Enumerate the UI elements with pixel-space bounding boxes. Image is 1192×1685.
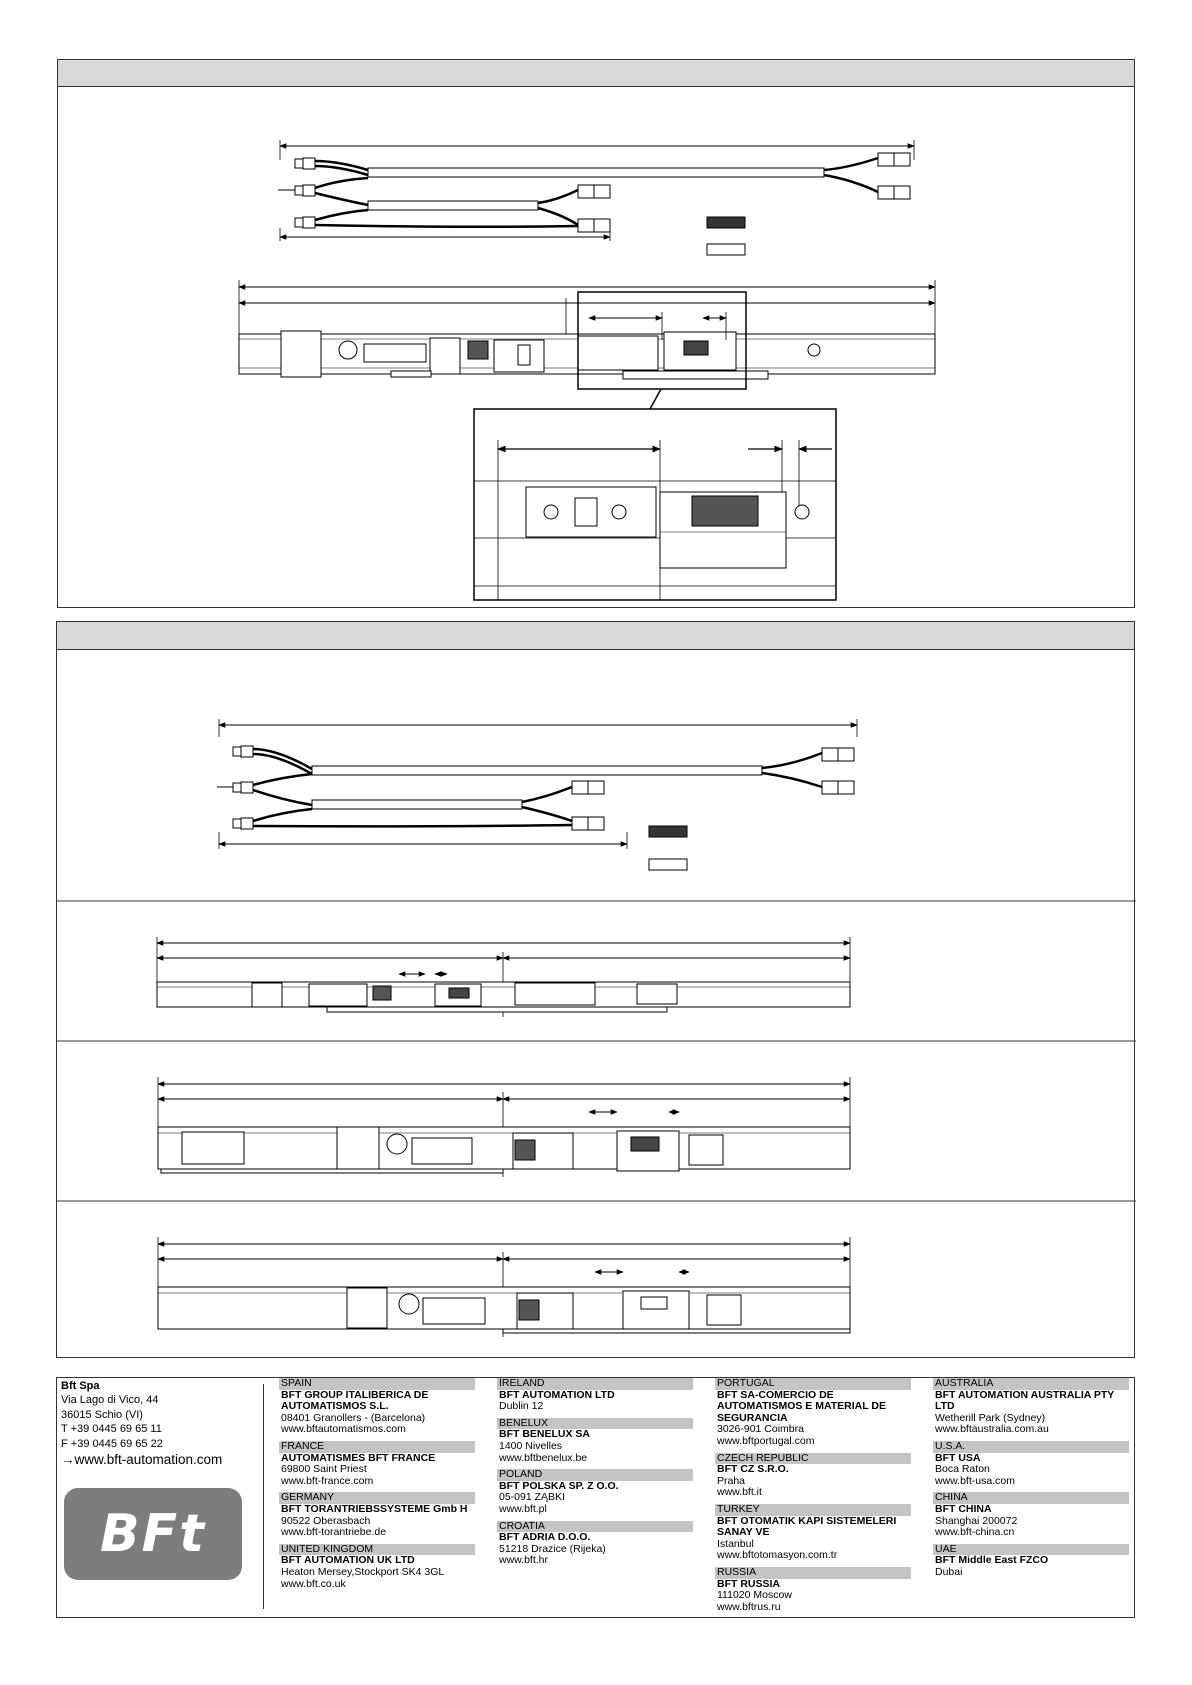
office-country: GERMANY xyxy=(279,1492,475,1504)
office-country: PORTUGAL xyxy=(715,1377,911,1390)
office-address: Istanbul xyxy=(717,1537,754,1550)
office-address: Heaton Mersey,Stockport SK4 3GL xyxy=(281,1565,445,1578)
office-address: 69800 Saint Priest xyxy=(281,1463,367,1476)
office-company: BFT CHINA xyxy=(935,1502,992,1515)
office-address: Dubai xyxy=(935,1565,963,1578)
office-country: CHINA xyxy=(933,1492,1129,1504)
office-address: 05-091 ZĄBKI xyxy=(499,1491,565,1504)
office-website-link[interactable]: www.bft-torantriebe.de xyxy=(281,1526,387,1539)
panel-1-header xyxy=(58,60,1134,87)
office-address: 51218 Drazice (Rijeka) xyxy=(499,1542,606,1555)
office-company: BFT GROUP ITALIBERICA DE AUTOMATISMOS S.… xyxy=(281,1388,429,1413)
office-country: UNITED KINGDOM xyxy=(279,1543,475,1556)
office-country: IRELAND xyxy=(497,1377,693,1390)
panel-2-diagrams xyxy=(57,719,1136,1337)
panel-2-header xyxy=(57,622,1134,650)
office-website-link[interactable]: www.bftautomatismos.com xyxy=(281,1423,406,1436)
hq-address-1: Via Lago di Vico, 44 xyxy=(61,1394,159,1406)
office-website-link[interactable]: www.bftportugal.com xyxy=(717,1434,815,1447)
office-country: RUSSIA xyxy=(715,1566,911,1579)
office-country: UAE xyxy=(933,1543,1129,1556)
office-website-link[interactable]: www.bftrus.ru xyxy=(717,1600,781,1613)
company-directory: Bft Spa Via Lago di Vico, 44 36015 Schio… xyxy=(56,1377,1135,1618)
office-address: Boca Raton xyxy=(935,1463,990,1476)
office-company: BFT ADRIA D.O.O. xyxy=(499,1531,591,1544)
office-country: CZECH REPUBLIC xyxy=(715,1452,911,1465)
hq-name: Bft Spa xyxy=(61,1380,100,1392)
bft-logo-text: BFt xyxy=(99,1504,206,1564)
office-company: BFT AUTOMATION LTD xyxy=(499,1388,615,1401)
office-website-link[interactable]: www.bft.hr xyxy=(499,1554,549,1567)
office-country: POLAND xyxy=(497,1469,693,1481)
hq-website-link[interactable]: →www.bft-automation.com xyxy=(61,1452,223,1467)
office-address: 3026-901 Coimbra xyxy=(717,1423,804,1436)
office-company: BFT CZ S.R.O. xyxy=(717,1463,789,1476)
bft-logo: BFt xyxy=(64,1488,242,1580)
office-website-link[interactable]: www.bftotomasyon.com.tr xyxy=(717,1549,838,1562)
panel-1 xyxy=(57,59,1135,608)
office-website-link[interactable]: www.bft.co.uk xyxy=(281,1577,346,1590)
office-company: BFT POLSKA SP. Z O.O. xyxy=(499,1479,619,1492)
office-address: Dublin 12 xyxy=(499,1400,544,1413)
office-company: BFT OTOMATIK KAPI SISTEMELERI SANAY VE xyxy=(717,1514,897,1539)
column-divider xyxy=(263,1384,264,1609)
office-website-link[interactable]: www.bftbenelux.be xyxy=(499,1451,588,1464)
office-company: BFT RUSSIA xyxy=(717,1577,780,1590)
office-address: 1400 Nivelles xyxy=(499,1439,563,1452)
hq-address-2: 36015 Schio (VI) xyxy=(61,1408,143,1421)
office-country: CROATIA xyxy=(497,1520,693,1533)
office-country: BENELUX xyxy=(497,1417,693,1430)
office-country: FRANCE xyxy=(279,1440,475,1453)
panel-2 xyxy=(56,621,1136,1358)
office-company: AUTOMATISMES BFT FRANCE xyxy=(281,1451,436,1464)
office-website-link[interactable]: www.bft.it xyxy=(717,1486,762,1499)
office-website-link[interactable]: www.bft-usa.com xyxy=(935,1474,1015,1487)
office-company: BFT Middle East FZCO xyxy=(935,1554,1049,1567)
office-country: U.S.A. xyxy=(933,1440,1129,1453)
panel-1-cable-diagram xyxy=(238,140,936,601)
office-website-link[interactable]: www.bft-france.com xyxy=(281,1474,374,1487)
headquarters: Bft Spa Via Lago di Vico, 44 36015 Schio… xyxy=(61,1379,256,1468)
office-address: Wetherill Park (Sydney) xyxy=(935,1411,1046,1424)
office-website-link[interactable]: www.bft-china.cn xyxy=(935,1526,1015,1539)
office-company: BFT SA-COMERCIO DE AUTOMATISMOS E MATERI… xyxy=(717,1388,886,1424)
office-company: BFT USA xyxy=(935,1451,981,1464)
office-company: BFT AUTOMATION AUSTRALIA PTY LTD xyxy=(935,1388,1115,1413)
hq-fax: F +39 0445 69 65 22 xyxy=(61,1437,163,1450)
hq-phone: T +39 0445 69 65 11 xyxy=(61,1423,162,1435)
office-address: 08401 Granollers - (Barcelona) xyxy=(281,1411,426,1424)
office-address: Shanghai 200072 xyxy=(935,1514,1018,1527)
office-address: Praha xyxy=(717,1474,746,1487)
office-address: 111020 Moscow xyxy=(717,1589,792,1602)
office-company: BFT BENELUX SA xyxy=(499,1428,591,1441)
office-address: 90522 Oberasbach xyxy=(281,1514,371,1527)
office-website-link[interactable]: www.bft.pl xyxy=(499,1502,547,1515)
office-country: SPAIN xyxy=(279,1377,475,1390)
office-company: BFT TORANTRIEBSSYSTEME Gmb H xyxy=(281,1502,468,1515)
office-country: AUSTRALIA xyxy=(933,1377,1129,1390)
office-country: TURKEY xyxy=(715,1503,911,1516)
office-company: BFT AUTOMATION UK LTD xyxy=(281,1554,415,1567)
office-website-link[interactable]: www.bftaustralia.com.au xyxy=(935,1423,1049,1436)
